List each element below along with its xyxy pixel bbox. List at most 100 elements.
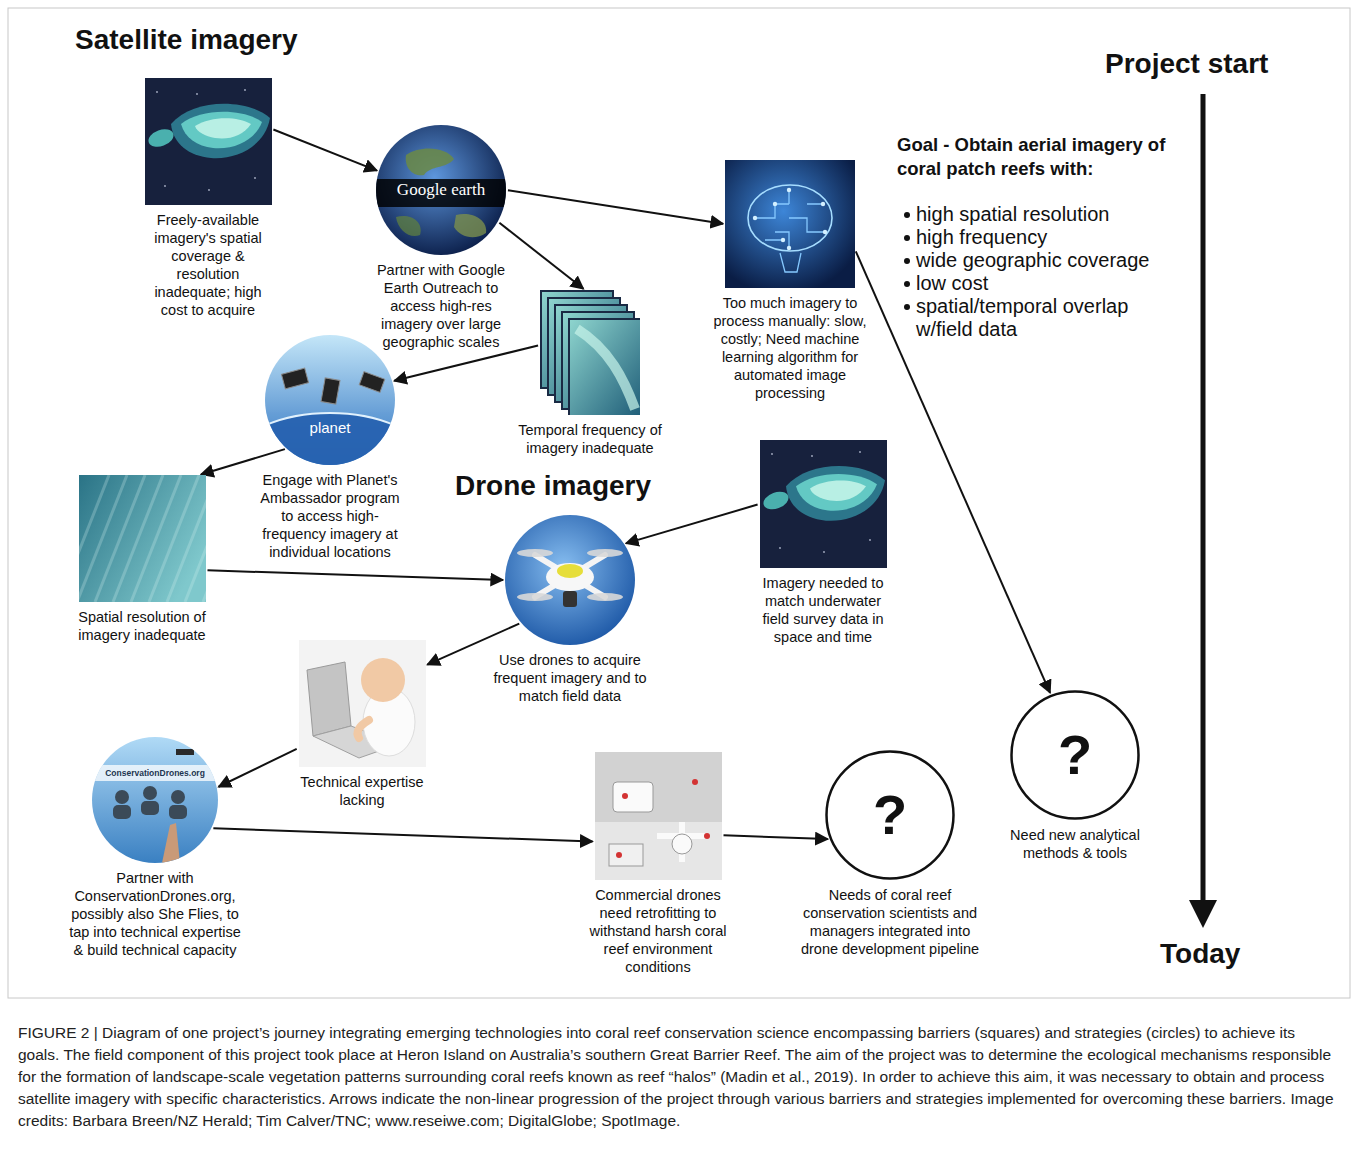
brain-illustration bbox=[725, 160, 855, 288]
red-part bbox=[704, 833, 710, 839]
drone-dome bbox=[557, 564, 583, 578]
node-caption: Too much imagery to process manually: sl… bbox=[708, 294, 873, 402]
circle-shape: Google earth bbox=[376, 125, 506, 255]
node-caption: Freely-available imagery's spatial cover… bbox=[146, 211, 271, 319]
flow-arrow bbox=[219, 749, 297, 787]
image-box bbox=[540, 290, 640, 415]
small-reef bbox=[146, 126, 176, 150]
image-box bbox=[760, 440, 887, 568]
continent bbox=[396, 216, 421, 236]
drone-part bbox=[609, 844, 643, 866]
barrier-box: Freely-available imagery's spatial cover… bbox=[145, 78, 272, 319]
image-box bbox=[299, 640, 426, 767]
reef-group bbox=[146, 104, 270, 159]
drone-body bbox=[546, 563, 594, 591]
circle-shape: ? bbox=[1010, 690, 1140, 820]
node-caption: Imagery needed to match underwater field… bbox=[751, 574, 896, 646]
flow-arrow bbox=[723, 835, 827, 839]
barrier-box: Temporal frequency of imagery inadequate bbox=[508, 290, 673, 457]
timeline-arrowhead bbox=[1189, 900, 1217, 928]
satellite-background bbox=[145, 78, 272, 205]
section-heading: Drone imagery bbox=[455, 470, 651, 502]
strategy-circle: ?Need new analytical methods & tools bbox=[1010, 690, 1140, 862]
logo-text: ConservationDrones.org bbox=[92, 766, 218, 780]
circle-shape: ConservationDrones.org bbox=[92, 737, 218, 863]
continent bbox=[406, 149, 454, 176]
globe-body bbox=[376, 125, 506, 255]
image-box bbox=[595, 752, 722, 880]
star-dot bbox=[254, 177, 256, 179]
strategy-circle: ConservationDrones.orgPartner with Conse… bbox=[68, 737, 243, 959]
reef-flat bbox=[195, 118, 251, 138]
planet-illustration bbox=[265, 335, 395, 465]
circle-shape: ? bbox=[825, 750, 955, 880]
drone-illustration bbox=[505, 515, 635, 645]
goal-item: wide geographic coverage bbox=[916, 249, 1150, 272]
circuit-node bbox=[781, 238, 785, 242]
flow-arrow bbox=[499, 223, 583, 289]
stack-illustration bbox=[540, 290, 640, 415]
section-heading: Satellite imagery bbox=[75, 24, 298, 56]
barrier-box: Technical expertise lacking bbox=[292, 640, 432, 809]
goal-item: spatial/temporal overlap w/field data bbox=[916, 295, 1171, 341]
baby-arm bbox=[357, 720, 369, 738]
continent bbox=[454, 214, 486, 237]
star-dot bbox=[779, 547, 781, 549]
bullet-dot bbox=[904, 235, 910, 241]
question-mark: ? bbox=[825, 780, 955, 850]
circuit-node bbox=[823, 230, 827, 234]
reef-flat bbox=[810, 481, 866, 501]
circuit-node bbox=[753, 216, 757, 220]
reef-halo bbox=[171, 104, 270, 159]
person-head bbox=[115, 790, 129, 804]
person-body bbox=[113, 805, 131, 819]
goal-item: high frequency bbox=[916, 226, 1047, 249]
bullet-dot bbox=[904, 281, 910, 287]
strategy-circle: ? Needs of coral reef conservation scient… bbox=[800, 750, 980, 958]
picture bbox=[760, 440, 887, 568]
node-caption: Spatial resolution of imagery inadequate bbox=[67, 608, 217, 644]
reef-illustration bbox=[760, 440, 887, 568]
flow-arrow bbox=[508, 190, 723, 223]
flow-arrow bbox=[273, 130, 377, 171]
circuit-lines bbox=[755, 190, 825, 248]
cubesat bbox=[321, 378, 340, 404]
drone-part bbox=[613, 782, 653, 812]
figure-caption: FIGURE 2 | Diagram of one project’s jour… bbox=[18, 1022, 1340, 1132]
baby-illustration bbox=[299, 640, 426, 767]
goal-heading: Goal - Obtain aerial imagery of coral pa… bbox=[897, 133, 1187, 181]
circuit-node bbox=[821, 202, 825, 206]
person-body bbox=[169, 805, 187, 819]
picture bbox=[299, 640, 426, 767]
bullet-dot bbox=[904, 258, 910, 264]
logo-band bbox=[92, 765, 218, 781]
star-dot bbox=[196, 93, 198, 95]
reef-shape bbox=[796, 474, 877, 511]
satellite-background bbox=[760, 440, 887, 568]
earth-arc bbox=[265, 413, 395, 465]
picture bbox=[79, 475, 206, 602]
node-caption: Needs of coral reef conservation scienti… bbox=[800, 886, 980, 958]
picture bbox=[725, 160, 855, 288]
clipped-picture bbox=[376, 125, 506, 255]
question-mark: ? bbox=[1010, 720, 1140, 790]
clipped-picture bbox=[92, 737, 218, 863]
person-body bbox=[141, 801, 159, 815]
image-box bbox=[725, 160, 855, 288]
reef-illustration bbox=[145, 78, 272, 205]
small-drone bbox=[176, 749, 194, 755]
person-head bbox=[171, 790, 185, 804]
texture-stripe bbox=[167, 475, 206, 602]
image-box bbox=[79, 475, 206, 602]
node-caption: Engage with Planet's Ambassador program … bbox=[253, 471, 408, 561]
raised-arm bbox=[162, 823, 180, 863]
picture bbox=[595, 752, 722, 880]
drone-frame bbox=[657, 822, 707, 862]
red-part bbox=[616, 852, 622, 858]
barrier-box: Too much imagery to process manually: sl… bbox=[708, 160, 873, 402]
bench-background bbox=[595, 752, 722, 880]
small-reef bbox=[761, 488, 791, 512]
section-heading: Today bbox=[1160, 938, 1240, 970]
goal-item: low cost bbox=[916, 272, 988, 295]
node-caption: Use drones to acquire frequent imagery a… bbox=[483, 651, 658, 705]
